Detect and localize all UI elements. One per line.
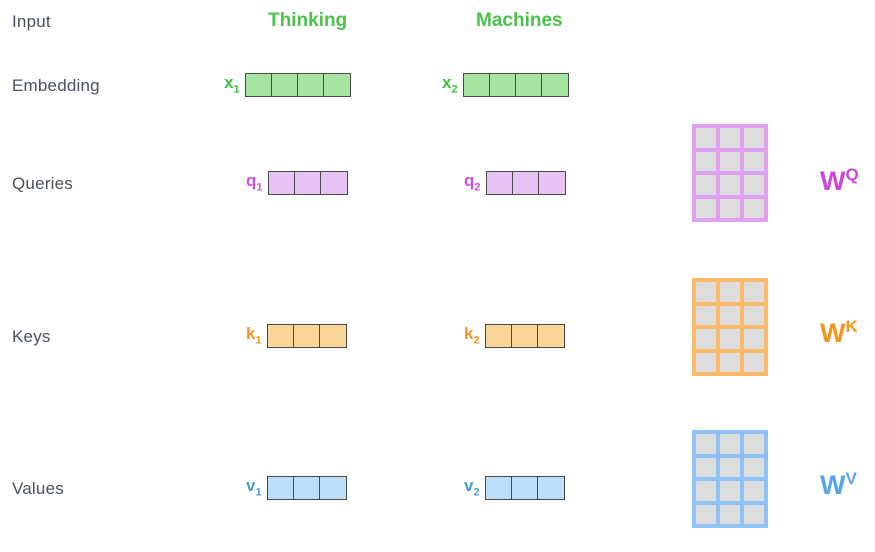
vector-cell xyxy=(267,325,294,347)
vector-k2-label: k2 xyxy=(464,324,480,347)
vector-cell xyxy=(267,477,294,499)
matrix-cell xyxy=(696,329,716,349)
vector-cell xyxy=(320,172,347,194)
vector-cell xyxy=(268,172,295,194)
column-header-thinking: Thinking xyxy=(268,10,348,31)
matrix-cell xyxy=(744,282,764,302)
vector-v2-label: v2 xyxy=(464,476,480,499)
matrix-cell xyxy=(744,504,764,524)
vector-cell xyxy=(319,477,346,499)
matrix-cell xyxy=(720,128,740,148)
vector-cell xyxy=(245,74,272,96)
vector-k1: k1 xyxy=(246,324,347,348)
vector-q2: q2 xyxy=(464,171,566,195)
matrix-cell xyxy=(720,481,740,501)
vector-x1-boxes xyxy=(244,73,351,97)
vector-cell xyxy=(538,172,565,194)
matrix-cell xyxy=(696,457,716,477)
vector-cell xyxy=(511,325,538,347)
vector-cell xyxy=(271,74,298,96)
vector-v1-label: v1 xyxy=(246,476,262,499)
vector-v1-boxes xyxy=(266,476,347,500)
matrix-cell xyxy=(720,434,740,454)
row-label-keys: Keys xyxy=(12,327,51,346)
matrix-cell xyxy=(744,481,764,501)
matrix-cell xyxy=(696,282,716,302)
matrix-cell xyxy=(744,128,764,148)
matrix-cell xyxy=(696,481,716,501)
row-label-input: Input xyxy=(12,12,51,31)
matrix-cell xyxy=(720,198,740,218)
vector-k2: k2 xyxy=(464,324,565,348)
weight-matrix-key xyxy=(692,278,768,376)
matrix-cell xyxy=(720,329,740,349)
matrix-cell xyxy=(696,175,716,195)
vector-cell xyxy=(541,74,568,96)
vector-cell xyxy=(485,477,512,499)
vector-x2: x2 xyxy=(442,73,569,97)
matrix-cell xyxy=(696,305,716,325)
vector-k2-boxes xyxy=(484,324,565,348)
vector-q1-label: q1 xyxy=(246,171,263,194)
matrix-cell xyxy=(744,175,764,195)
vector-x1: x1 xyxy=(224,73,351,97)
vector-cell xyxy=(294,172,321,194)
vector-cell xyxy=(323,74,350,96)
vector-q1: q1 xyxy=(246,171,348,195)
matrix-cell xyxy=(720,457,740,477)
matrix-cell xyxy=(720,151,740,171)
matrix-cell xyxy=(696,128,716,148)
vector-k1-label: k1 xyxy=(246,324,262,347)
matrix-cell xyxy=(720,305,740,325)
matrix-cell xyxy=(744,198,764,218)
vector-cell xyxy=(319,325,346,347)
weight-label-value: WV xyxy=(820,469,857,500)
matrix-cell xyxy=(744,434,764,454)
vector-cell xyxy=(511,477,538,499)
matrix-cell xyxy=(720,175,740,195)
matrix-cell xyxy=(744,352,764,372)
vector-x2-boxes xyxy=(462,73,569,97)
matrix-cell xyxy=(744,305,764,325)
weight-matrix-query xyxy=(692,124,768,222)
vector-q2-boxes xyxy=(485,171,566,195)
vector-q2-label: q2 xyxy=(464,171,481,194)
vector-cell xyxy=(537,477,564,499)
weight-label-key: WK xyxy=(820,317,858,348)
matrix-cell xyxy=(720,504,740,524)
matrix-cell xyxy=(696,151,716,171)
vector-cell xyxy=(486,172,513,194)
matrix-cell xyxy=(696,434,716,454)
vector-v2-boxes xyxy=(484,476,565,500)
vector-cell xyxy=(293,477,320,499)
vector-v1: v1 xyxy=(246,476,347,500)
vector-v2: v2 xyxy=(464,476,565,500)
matrix-cell xyxy=(720,352,740,372)
weight-matrix-value xyxy=(692,430,768,528)
weight-label-query: WQ xyxy=(820,165,859,196)
matrix-cell xyxy=(696,504,716,524)
vector-cell xyxy=(489,74,516,96)
vector-cell xyxy=(463,74,490,96)
vector-cell xyxy=(485,325,512,347)
vector-x2-label: x2 xyxy=(442,73,458,96)
row-label-embedding: Embedding xyxy=(12,76,100,95)
vector-q1-boxes xyxy=(267,171,348,195)
vector-k1-boxes xyxy=(266,324,347,348)
matrix-cell xyxy=(744,329,764,349)
vector-cell xyxy=(293,325,320,347)
matrix-cell xyxy=(696,198,716,218)
matrix-cell xyxy=(696,352,716,372)
matrix-cell xyxy=(744,457,764,477)
row-label-queries: Queries xyxy=(12,174,73,193)
vector-cell xyxy=(537,325,564,347)
vector-x1-label: x1 xyxy=(224,73,240,96)
vector-cell xyxy=(515,74,542,96)
row-label-values: Values xyxy=(12,479,64,498)
vector-cell xyxy=(512,172,539,194)
column-header-machines: Machines xyxy=(476,10,563,31)
matrix-cell xyxy=(720,282,740,302)
vector-cell xyxy=(297,74,324,96)
matrix-cell xyxy=(744,151,764,171)
